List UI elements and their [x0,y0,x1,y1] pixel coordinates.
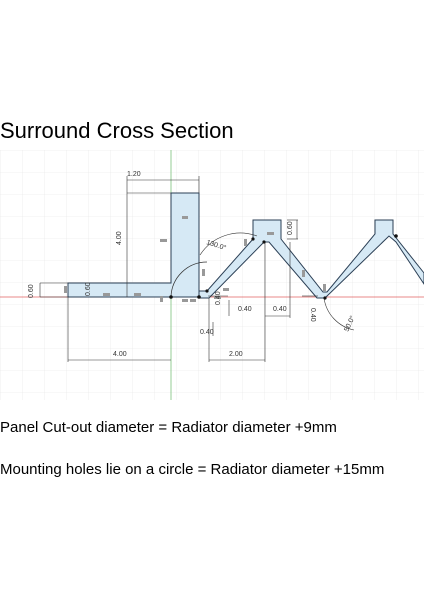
cross-section-sketch: 1.20 4.00 0.60 0.60 0.60 4.00 130.0° 0.4… [0,150,424,400]
dim-2-00: 2.00 [229,351,243,358]
sketch-grid [0,150,424,400]
surround-profile-rolls [198,219,424,299]
dim-1-20: 1.20 [127,171,141,178]
dim-4-00-vertical: 4.00 [116,231,123,245]
construction-arc [170,261,208,298]
dim-0-40-a: 0.40 [215,291,222,305]
cutout-note: Panel Cut-out diameter = Radiator diamet… [0,419,337,436]
dimension-lines [39,176,355,362]
sketch-points [169,234,398,300]
page-title: Surround Cross Section [0,118,234,143]
dim-0-40-d: 0.40 [273,306,287,313]
mounting-note: Mounting holes lie on a circle = Radiato… [0,461,385,478]
constraint-markers [64,216,326,302]
dim-0-60-top: 0.60 [287,221,294,235]
dim-0-60-inner: 0.60 [85,282,92,296]
dim-0-60-left: 0.60 [28,284,35,298]
dim-4-00-horizontal: 4.00 [113,351,127,358]
dim-0-40-e: 0.40 [309,308,316,322]
dim-0-40-c: 0.40 [238,306,252,313]
dim-0-40-b: 0.40 [200,329,214,336]
